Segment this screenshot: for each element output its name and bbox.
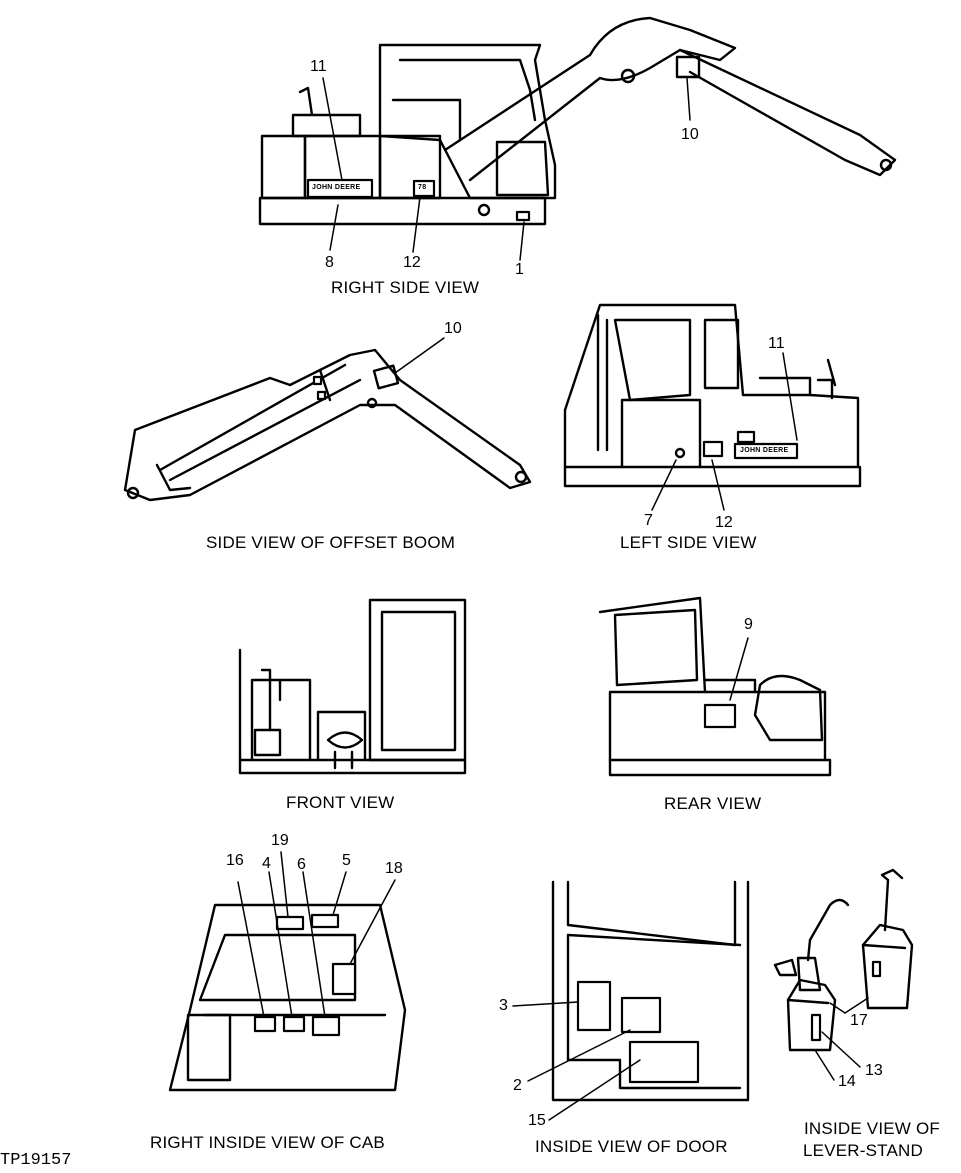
callout-number: 14 [838,1073,856,1090]
callout-number: 6 [297,856,306,873]
reference-id: TP19157 [0,1151,72,1170]
caption-left-side-view: LEFT SIDE VIEW [620,533,757,552]
callout-number: 1 [515,261,524,278]
lever-stand-drawing [773,868,914,1052]
callout-number: 12 [403,254,421,271]
caption-rear-view: REAR VIEW [664,794,762,813]
front-view-drawing [238,598,467,775]
callout-number: 11 [768,335,785,352]
decal-small-label: 78 [418,184,427,191]
caption-side-view-offset-boom: SIDE VIEW OF OFFSET BOOM [206,533,456,552]
cab-interior-leader-lines [237,851,396,1018]
right-side-leader-lines [322,77,691,261]
callout-number: 10 [444,320,462,337]
right-side-view-drawing [258,16,897,226]
callout-number: 11 [310,58,327,75]
callout-number: 13 [865,1062,883,1079]
callout-number: 16 [226,852,244,869]
caption-inside-view-lever-stand-line1: INSIDE VIEW OF [804,1119,940,1138]
door-interior-leader-lines [512,1001,641,1121]
caption-inside-view-of-door: INSIDE VIEW OF DOOR [535,1137,728,1156]
callout-number: 4 [262,855,271,872]
rear-view-drawing [598,596,832,777]
callout-number: 2 [513,1077,522,1094]
callout-number: 9 [744,616,753,633]
callout-number: 15 [528,1112,546,1129]
left-side-view-drawing [563,303,862,488]
callout-number: 12 [715,514,733,531]
lever-stand-leader-lines [814,997,869,1081]
decal-brand-logo-right: JOHN DEERE [312,184,361,191]
callout-number: 17 [850,1012,868,1029]
caption-right-inside-view-of-cab: RIGHT INSIDE VIEW OF CAB [150,1133,385,1152]
rear-view-leader-lines [729,637,749,701]
left-side-leader-lines [651,352,798,511]
cab-interior-drawing [168,903,407,1092]
callout-number: 8 [325,254,334,271]
callout-number: 3 [499,997,508,1014]
offset-boom-drawing [123,337,532,502]
decal-brand-logo-left: JOHN DEERE [740,447,789,454]
caption-inside-view-lever-stand-line2: LEVER-STAND [803,1141,923,1160]
callout-number: 18 [385,860,403,877]
callout-number: 7 [644,512,653,529]
callout-number: 19 [271,832,289,849]
door-interior-drawing [551,880,750,1102]
caption-front-view: FRONT VIEW [286,793,395,812]
callout-number: 10 [681,126,699,143]
callout-number: 5 [342,852,351,869]
caption-right-side-view: RIGHT SIDE VIEW [331,278,480,297]
